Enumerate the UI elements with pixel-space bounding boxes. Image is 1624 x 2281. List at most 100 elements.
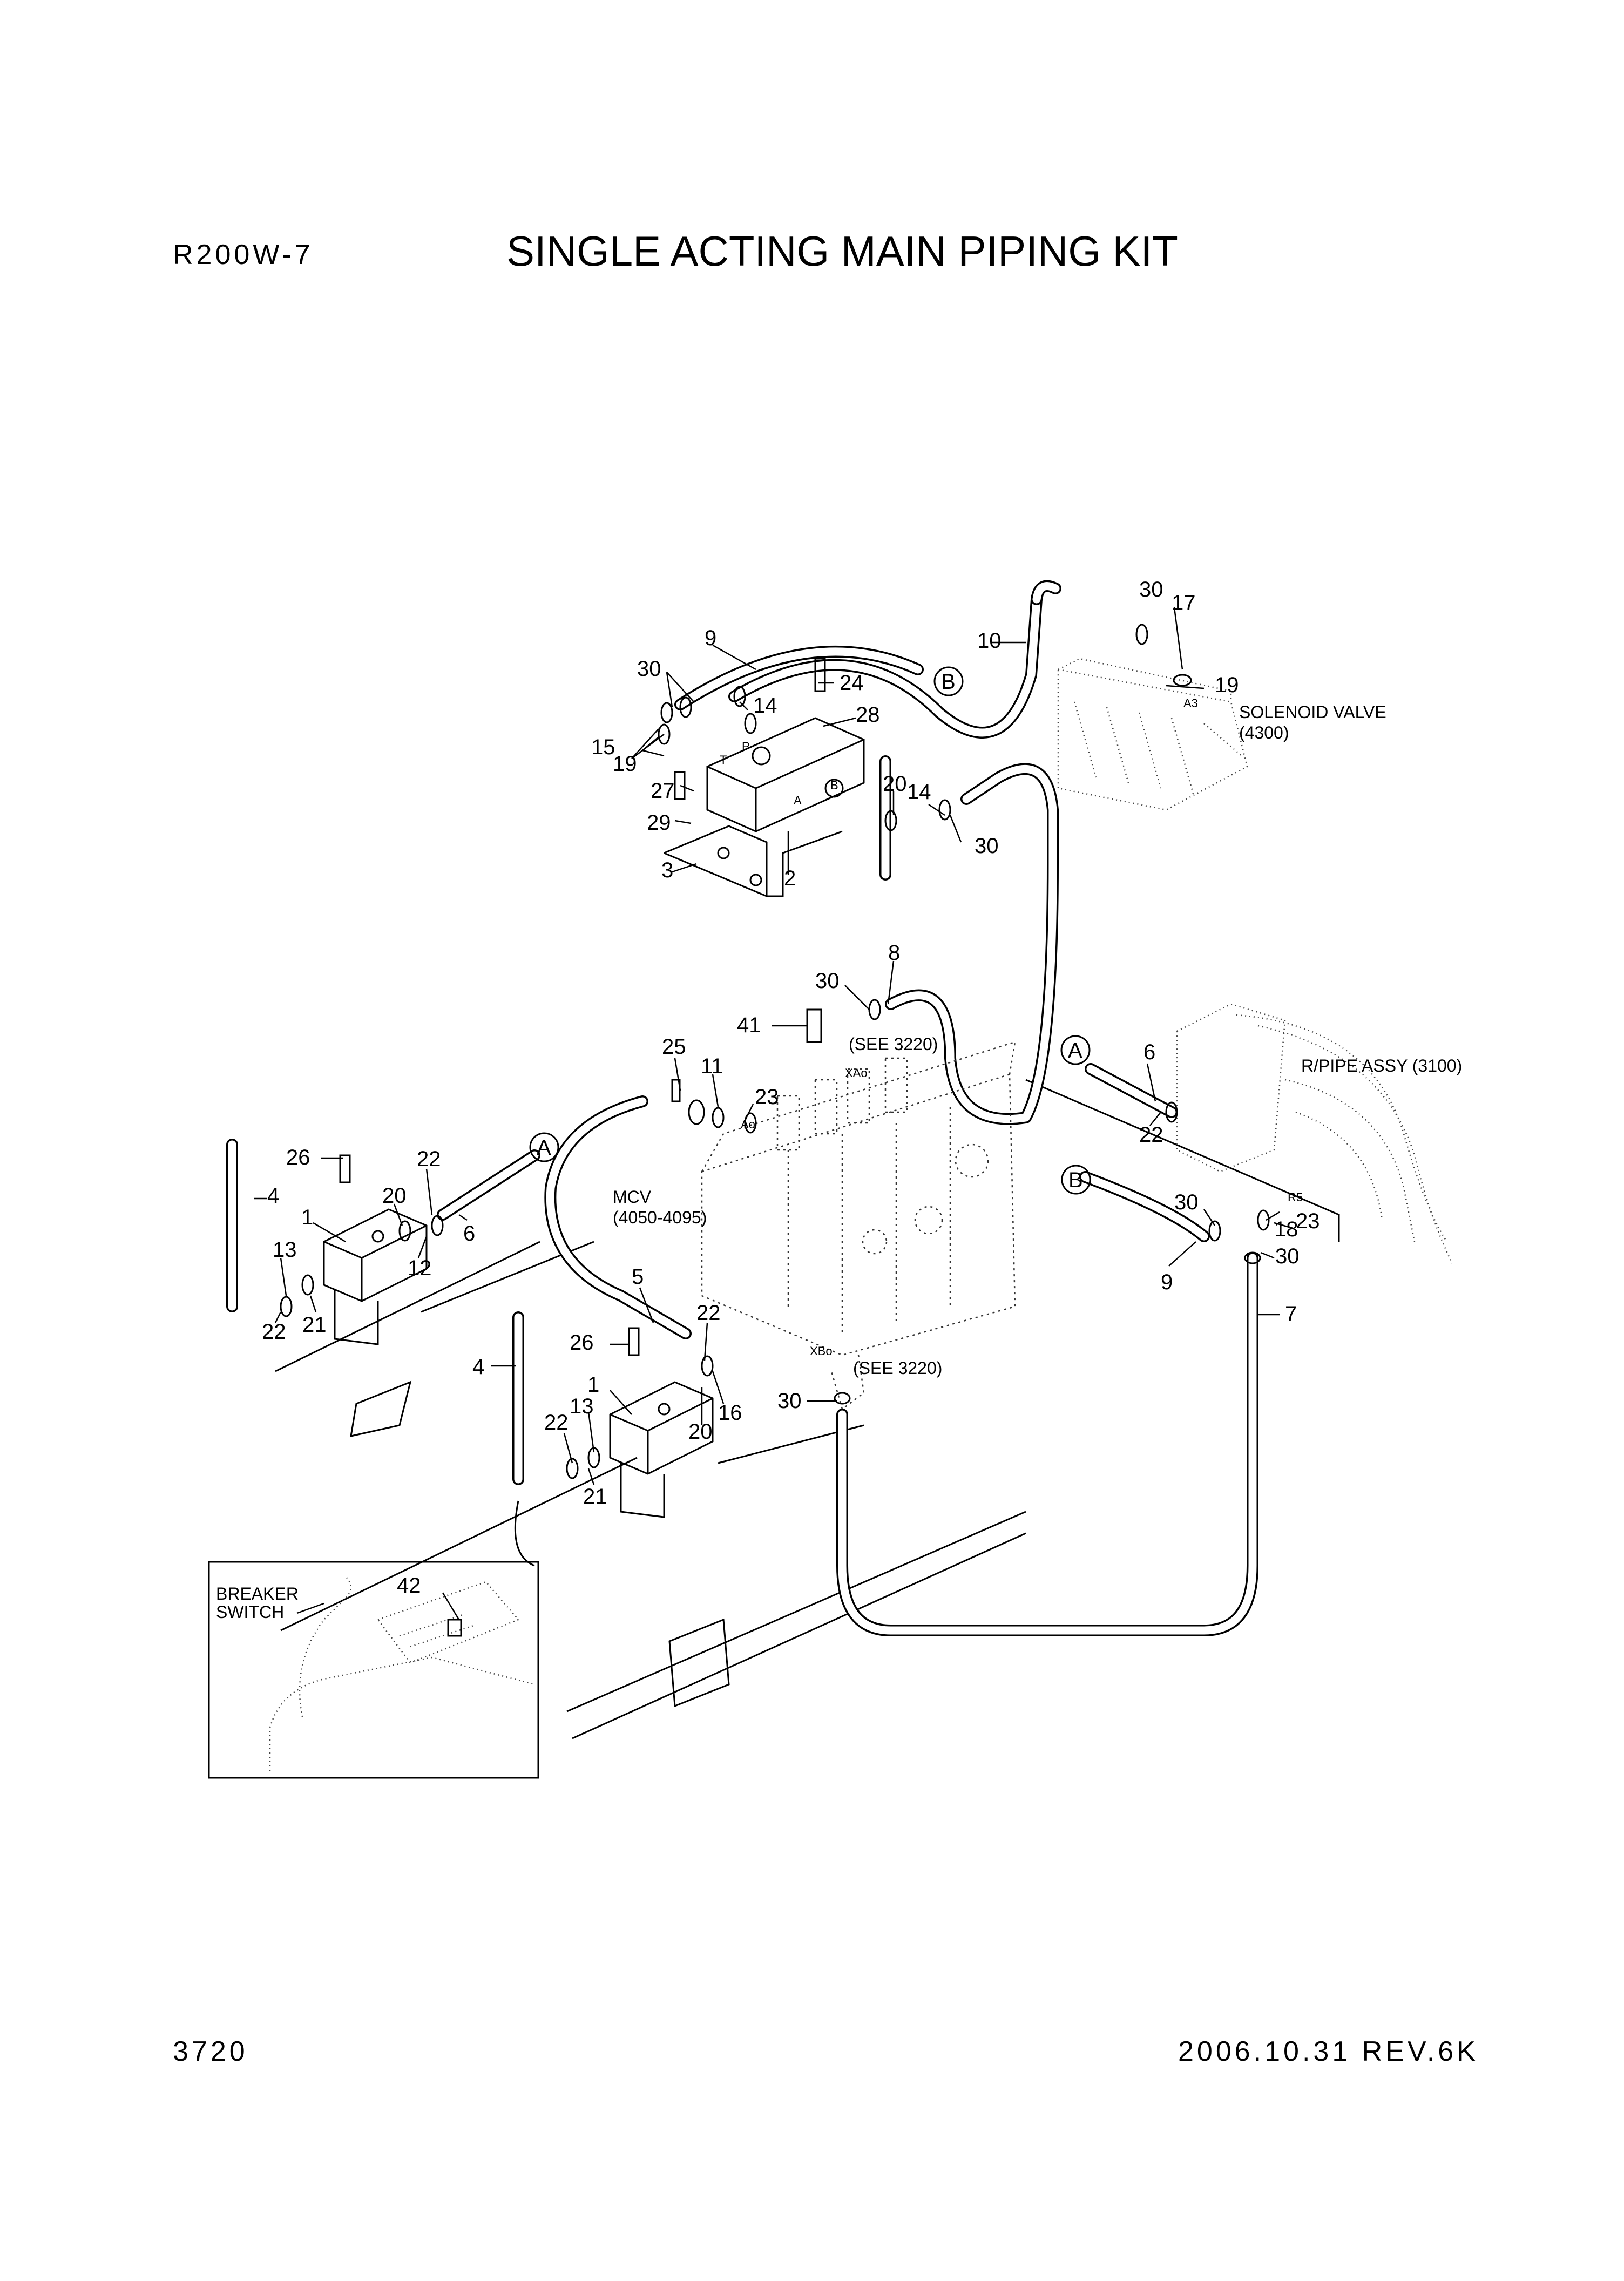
connector-a-right: A	[1060, 1035, 1091, 1065]
callout-13: 13	[273, 1238, 297, 1262]
connector-a-left: A	[529, 1132, 559, 1162]
callout-18: 18	[1274, 1217, 1298, 1241]
callout-22: 22	[696, 1301, 721, 1325]
breaker-switch-inset	[208, 1561, 539, 1779]
callout-24: 24	[840, 671, 864, 695]
revision-date: 2006.10.31 REV.6K	[1178, 2036, 1479, 2067]
note-rpipe-assy: R/PIPE ASSY (3100)	[1301, 1056, 1462, 1075]
callout-11: 11	[701, 1054, 723, 1078]
valve-block-right	[609, 1381, 714, 1518]
hose-9-lower	[1079, 1171, 1210, 1242]
connector-b-top: B	[933, 666, 964, 696]
mounting-bracket	[664, 825, 843, 897]
hose-7	[836, 1252, 1258, 1636]
callout-15: 15	[591, 735, 615, 759]
note-solenoid-valve-no: (4300)	[1239, 723, 1289, 742]
svg-text:B: B	[941, 670, 956, 694]
main-control-valve	[701, 1041, 1016, 1411]
note-see-3220-lower: (SEE 3220)	[853, 1358, 942, 1378]
callout-22: 22	[544, 1411, 569, 1434]
callout-28: 28	[856, 703, 880, 727]
connector-b-right: B	[1061, 1165, 1091, 1195]
notes: SOLENOID VALVE (4300) R/PIPE ASSY (3100)…	[216, 702, 1462, 1622]
callout-20: 20	[883, 772, 907, 796]
callout-3: 3	[661, 858, 673, 882]
machine-frame-outline	[275, 1079, 1340, 1739]
callout-30: 30	[1275, 1244, 1300, 1268]
hose-6-left	[437, 1149, 540, 1221]
callout-10: 10	[977, 629, 1002, 653]
callout-23: 23	[755, 1085, 779, 1109]
callout-4: 4	[472, 1355, 484, 1379]
svg-text:A3: A3	[1183, 696, 1198, 710]
callout-30: 30	[815, 969, 840, 993]
hose-10-elbow	[1031, 580, 1061, 605]
callout-16: 16	[718, 1401, 742, 1425]
note-see-3220-upper: (SEE 3220)	[849, 1034, 938, 1054]
callout-19: 19	[1215, 673, 1239, 697]
callout-26: 26	[286, 1146, 310, 1169]
callout-42: 42	[397, 1574, 421, 1598]
callout-1: 1	[587, 1373, 599, 1397]
svg-text:A: A	[537, 1136, 551, 1160]
svg-text:P: P	[742, 740, 750, 753]
callout-2: 2	[784, 867, 796, 890]
callout-26: 26	[570, 1331, 594, 1355]
note-mcv-no: (4050-4095)	[613, 1208, 707, 1227]
callout-9: 9	[1161, 1270, 1173, 1294]
svg-text:XBo: XBo	[810, 1344, 833, 1358]
svg-text:R5: R5	[1288, 1190, 1303, 1204]
callout-5: 5	[632, 1265, 644, 1289]
callout-41: 41	[737, 1013, 761, 1037]
svg-text:T: T	[720, 753, 727, 767]
svg-text:Ao: Ao	[741, 1118, 755, 1131]
note-mcv: MCV	[613, 1187, 652, 1207]
callout-27: 27	[651, 779, 675, 803]
svg-text:B: B	[1068, 1168, 1083, 1192]
rpipe-assy	[1176, 1003, 1453, 1264]
callout-14: 14	[753, 694, 777, 718]
callout-8: 8	[888, 941, 900, 965]
port-labels: A3 T P A B R5 XAo XBo Ao	[720, 696, 1303, 1358]
callout-1: 1	[301, 1206, 313, 1229]
page-number: 3720	[173, 2036, 248, 2067]
callout-numbers: 30 17 9 10 19 30 24 14 28 15 19 20 14 27…	[262, 578, 1320, 1598]
callout-30: 30	[637, 657, 661, 681]
svg-text:XAo: XAo	[845, 1066, 868, 1080]
svg-text:A: A	[794, 794, 802, 807]
callout-9: 9	[705, 626, 716, 650]
callout-30: 30	[1174, 1190, 1199, 1214]
callout-4: 4	[267, 1184, 279, 1208]
manifold-block	[706, 717, 865, 832]
callout-30: 30	[777, 1389, 802, 1413]
fittings	[280, 624, 1270, 1479]
model-number: R200W-7	[173, 239, 314, 270]
note-solenoid-valve: SOLENOID VALVE	[1239, 702, 1386, 722]
callout-14: 14	[907, 780, 931, 804]
callout-23: 23	[1296, 1209, 1320, 1233]
callout-7: 7	[1285, 1302, 1297, 1326]
callout-6: 6	[463, 1222, 475, 1246]
note-breaker: BREAKER	[216, 1584, 299, 1603]
page-title: SINGLE ACTING MAIN PIPING KIT	[506, 227, 1178, 275]
callout-25: 25	[662, 1035, 686, 1059]
note-switch: SWITCH	[216, 1602, 284, 1622]
valve-block-left	[323, 1208, 428, 1345]
hose-8	[885, 763, 1059, 1125]
svg-text:B: B	[830, 779, 838, 792]
callout-30: 30	[975, 834, 999, 858]
solenoid-valve	[1057, 658, 1248, 811]
callout-22: 22	[417, 1147, 441, 1171]
callout-12: 12	[408, 1256, 432, 1280]
hose-5	[544, 1095, 692, 1339]
callout-17: 17	[1172, 591, 1196, 615]
callout-29: 29	[647, 811, 671, 835]
callout-21: 21	[302, 1313, 327, 1337]
hose-9-upper	[674, 646, 924, 710]
callout-30: 30	[1139, 578, 1163, 601]
callout-19: 19	[613, 752, 637, 776]
callout-22: 22	[1139, 1123, 1163, 1147]
callout-20: 20	[382, 1184, 407, 1208]
hose-6-right	[1085, 1063, 1178, 1118]
